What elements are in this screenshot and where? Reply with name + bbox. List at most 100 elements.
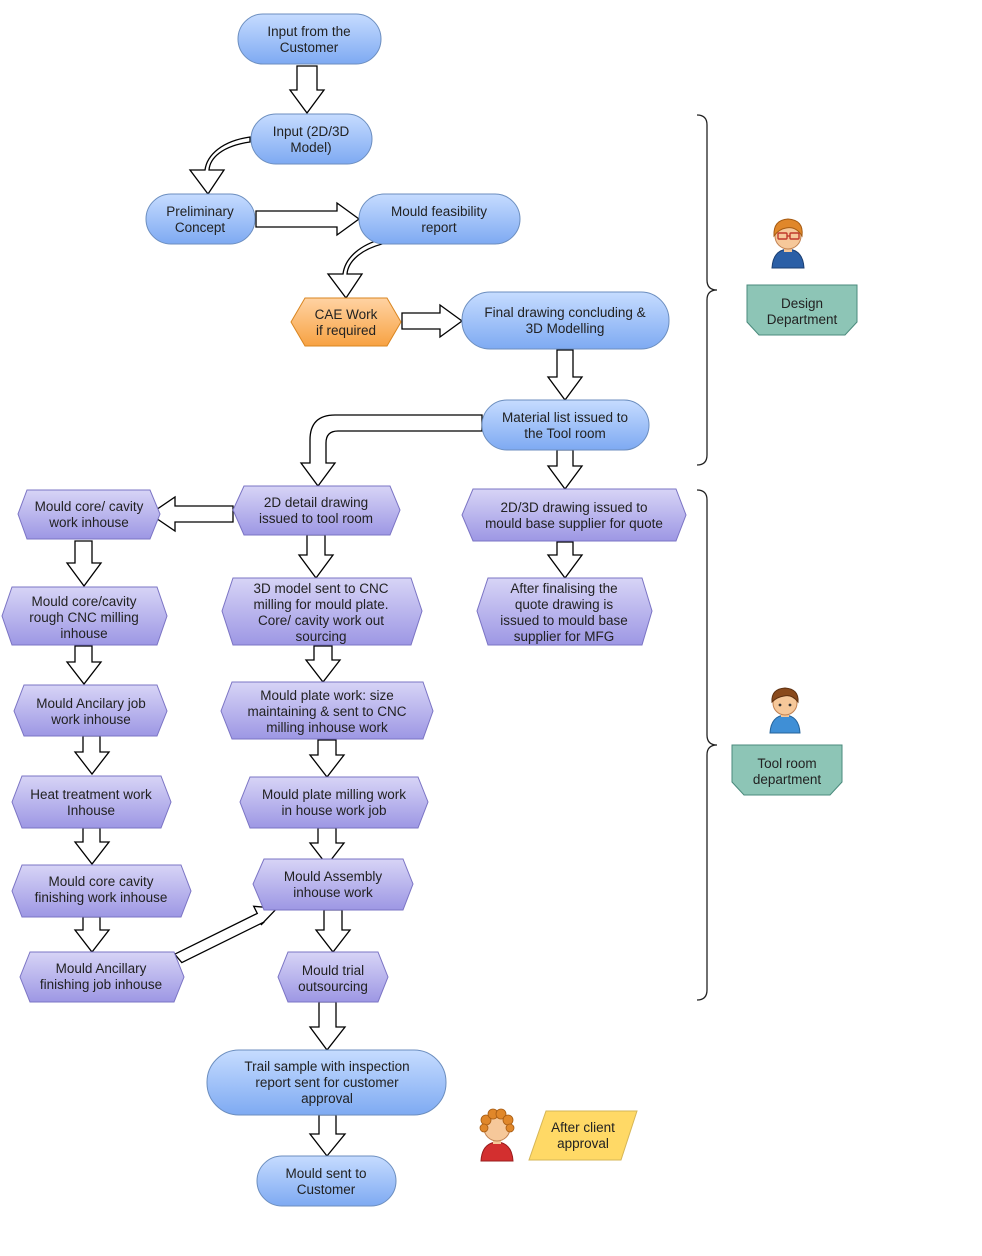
nodes-ancillary-finishing-label-line: finishing job inhouse [40, 977, 162, 992]
nodes-ancilary-job-label-line: work inhouse [50, 712, 131, 727]
mould-sent-box [256, 1155, 397, 1207]
flow-arrow [304, 645, 342, 684]
note-label-line: approval [557, 1136, 609, 1151]
nodes-model-cnc-label-line: 3D model sent to CNC [253, 581, 388, 596]
after-finalising-box [476, 577, 653, 646]
flow-arrow [308, 827, 346, 867]
nodes-cae-label-line: if required [316, 323, 376, 338]
design-department-label [746, 284, 858, 336]
nodes-plate-work-label-line: milling inhouse work [266, 720, 388, 735]
ancilary-job-box [13, 684, 168, 737]
flow-arrow [73, 827, 111, 866]
flow-arrow [308, 1001, 347, 1052]
nodes-material-list-label-line: the Tool room [524, 426, 606, 441]
trial-box [277, 951, 389, 1003]
nodes-preliminary-label-line: Concept [175, 220, 226, 235]
ancillary-finishing-box [19, 951, 185, 1003]
toolroom-department-bracket [696, 489, 718, 1001]
plate-work-box [220, 681, 434, 740]
nodes-input-customer-label-line: Input from the [267, 24, 350, 39]
nodes-model-cnc-label-line: sourcing [295, 629, 346, 644]
flow-arrow [546, 449, 584, 491]
nodes-final-drawing-label-line: 3D Modelling [526, 321, 605, 336]
flow-arrow [546, 541, 584, 580]
person-glasses-icon [771, 218, 805, 269]
nodes-input-model-label-line: Input (2D/3D [273, 124, 350, 139]
nodes-plate-milling-label-line: Mould plate milling work [262, 787, 406, 802]
input-from-customer-box [237, 13, 382, 65]
nodes-plate-work-label-line: maintaining & sent to CNC [247, 704, 406, 719]
feasibility-report-box [358, 193, 521, 245]
nodes-heat-treatment-label-line: Heat treatment work [30, 787, 152, 802]
nodes-assembly-label-line: Mould Assembly [284, 869, 383, 884]
trail-sample-box [206, 1049, 447, 1116]
departments-toolroom-label-line: department [753, 772, 822, 787]
flow-arrow [288, 65, 326, 115]
cae-work-box [290, 297, 402, 347]
nodes-after-finalising-label-line: supplier for MFG [514, 629, 615, 644]
rough-cnc-box [1, 586, 168, 646]
plate-milling-box [239, 776, 429, 829]
input-model-box [250, 113, 373, 165]
departments-toolroom-label-line: Tool room [757, 756, 816, 771]
nodes-plate-work-label-line: Mould plate work: size [260, 688, 394, 703]
nodes-assembly-label-line: inhouse work [293, 885, 373, 900]
final-drawing-box [461, 291, 670, 350]
departments-design-label-line: Department [767, 312, 838, 327]
flow-arrow [73, 735, 111, 776]
nodes-after-finalising-label-line: After finalising the [510, 581, 617, 596]
flow-arrow [314, 909, 352, 954]
flow-arrow [308, 739, 346, 779]
nodes-drawing-supplier-label-line: 2D/3D drawing issued to [500, 500, 647, 515]
nodes-core-finishing-label-line: Mould core cavity [48, 874, 153, 889]
flow-arrow [308, 1114, 347, 1158]
material-list-box [481, 399, 650, 451]
nodes-trail-sample-label-line: Trail sample with inspection [244, 1059, 409, 1074]
nodes-preliminary-label-line: Preliminary [166, 204, 234, 219]
nodes-input-model-label-line: Model) [290, 140, 331, 155]
after-client-approval-note [528, 1110, 638, 1161]
nodes-final-drawing-label-line: Final drawing concluding & [484, 305, 645, 320]
flow-arrow [65, 540, 103, 588]
nodes-core-cavity-inhouse-label-line: Mould core/ cavity [35, 499, 144, 514]
nodes-trail-sample-label-line: approval [301, 1091, 353, 1106]
nodes-rough-cnc-label-line: rough CNC milling [29, 610, 139, 625]
flow-arrow [326, 237, 387, 300]
detail-drawing-box [232, 485, 401, 536]
nodes-core-cavity-inhouse-label-line: work inhouse [48, 515, 129, 530]
flow-arrow [299, 414, 483, 488]
flow-arrow [65, 645, 103, 686]
nodes-rough-cnc-label-line: inhouse [60, 626, 107, 641]
nodes-after-finalising-label-line: quote drawing is [515, 597, 614, 612]
nodes-material-list-label-line: Material list issued to [502, 410, 628, 425]
core-cavity-inhouse-box [17, 489, 161, 540]
heat-treatment-box [11, 775, 172, 829]
preliminary-concept-box [145, 193, 256, 245]
core-finishing-box [11, 864, 192, 918]
flow-arrow [255, 201, 361, 237]
person-curly-icon [479, 1108, 515, 1162]
nodes-heat-treatment-label-line: Inhouse [67, 803, 115, 818]
departments-design-label-line: Design [781, 296, 823, 311]
flow-arrow [546, 349, 584, 402]
nodes-input-customer-label-line: Customer [280, 40, 339, 55]
flow-arrow [73, 916, 111, 954]
nodes-trial-label-line: outsourcing [298, 979, 368, 994]
nodes-feasibility-label-line: Mould feasibility [391, 204, 487, 219]
flow-arrow [401, 303, 464, 339]
nodes-sent-customer-label-line: Mould sent to [285, 1166, 366, 1181]
person-boy-icon [769, 687, 801, 734]
nodes-trail-sample-label-line: report sent for customer [255, 1075, 399, 1090]
nodes-cae-label-line: CAE Work [315, 307, 378, 322]
flow-arrow [148, 495, 234, 533]
flow-arrow [297, 534, 335, 580]
assembly-box [252, 858, 414, 911]
nodes-sent-customer-label-line: Customer [297, 1182, 356, 1197]
note-label-line: After client [551, 1120, 615, 1135]
nodes-model-cnc-label-line: milling for mould plate. [253, 597, 388, 612]
flow-arrow [188, 136, 251, 196]
nodes-plate-milling-label-line: in house work job [281, 803, 386, 818]
nodes-trial-label-line: Mould trial [302, 963, 364, 978]
toolroom-department-label [731, 744, 843, 796]
